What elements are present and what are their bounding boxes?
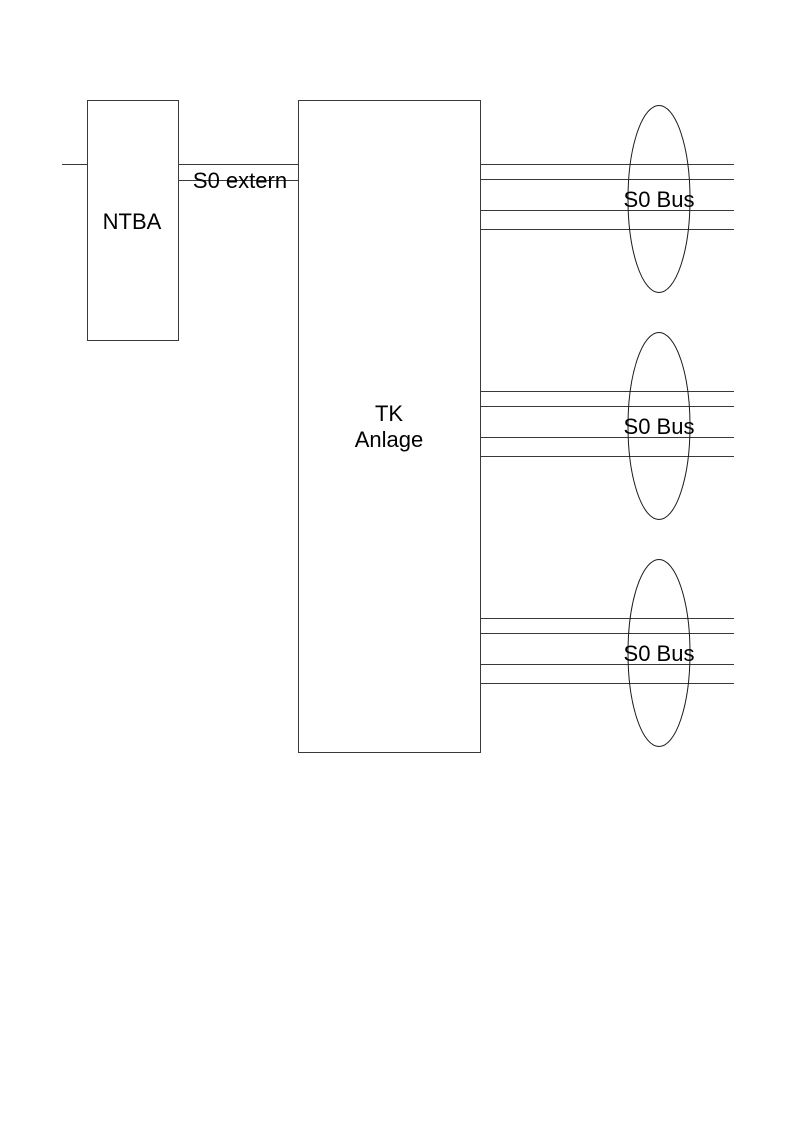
s0-bus-2-ring bbox=[627, 332, 691, 520]
s0-bus-1-ring bbox=[627, 105, 691, 293]
s0-extern-link: S0 extern bbox=[178, 164, 303, 193]
s0-bus-3-label: S0 Bus bbox=[624, 641, 695, 666]
tk-anlage-node: TK Anlage bbox=[298, 100, 481, 753]
ntba-node: NTBA bbox=[87, 100, 179, 341]
s0-bus-group-1: S0 Bus bbox=[480, 105, 734, 293]
ntba-label: NTBA bbox=[103, 209, 162, 234]
s0-bus-group-2: S0 Bus bbox=[480, 332, 734, 520]
ntba-box bbox=[87, 100, 179, 341]
tk-anlage-box bbox=[298, 100, 481, 753]
s0-bus-group-3: S0 Bus bbox=[480, 559, 734, 747]
s0-bus-2-label: S0 Bus bbox=[624, 414, 695, 439]
s0-bus-3-ring bbox=[627, 559, 691, 747]
s0-bus-1-label: S0 Bus bbox=[624, 187, 695, 212]
tk-anlage-label-line2: Anlage bbox=[355, 427, 424, 452]
s0-extern-label: S0 extern bbox=[193, 168, 287, 193]
tk-anlage-label-line1: TK bbox=[375, 401, 403, 426]
